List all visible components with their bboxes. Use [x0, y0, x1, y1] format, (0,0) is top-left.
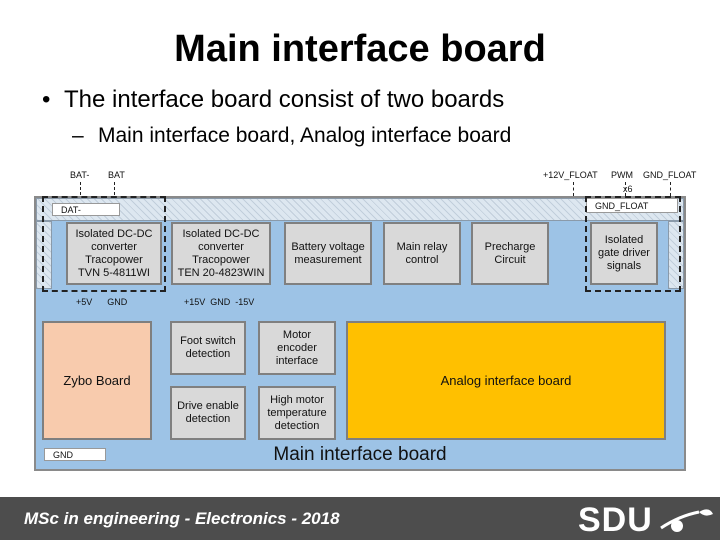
label-bat-plus: BAT	[108, 170, 125, 180]
label-12v-float: +12V_FLOAT	[543, 170, 598, 180]
analog-board-block: Analog interface board	[346, 321, 666, 440]
slide-title: Main interface board	[174, 28, 546, 70]
main-relay-block: Main relay control	[383, 222, 461, 285]
wire-gnd-float	[670, 182, 671, 196]
wire-bat-plus	[114, 182, 115, 200]
dcdc-converter-5v-block: Isolated DC-DC converter Tracopower TVN …	[66, 222, 162, 285]
dcdc-converter-15v-block: Isolated DC-DC converter Tracopower TEN …	[171, 222, 271, 285]
wire-pwm	[625, 182, 626, 196]
precharge-block: Precharge Circuit	[471, 222, 549, 285]
hatched-strip	[36, 198, 684, 221]
dat-minus-bar: DAT-	[52, 203, 120, 216]
bullet-dash: –	[72, 124, 84, 147]
label-bat-minus: BAT-	[70, 170, 90, 180]
sdu-logo-text: SDU	[578, 501, 653, 539]
bullet-item: • The interface board consist of two boar…	[42, 86, 504, 114]
wire-bat-minus	[80, 182, 81, 200]
dcdc2-output-labels: +15V GND -15V	[184, 297, 255, 307]
bullet-dot: •	[42, 86, 51, 113]
dcdc1-output-labels: +5V GND	[76, 297, 128, 307]
gnd-bar: GND	[44, 448, 106, 461]
isolation-frame-5v	[42, 196, 166, 292]
leaf-icon	[660, 509, 714, 533]
zybo-board-block: Zybo Board	[42, 321, 152, 440]
label-gnd-float-top: GND_FLOAT	[643, 170, 697, 180]
footer-bar: MSc in engineering - Electronics - 2018 …	[0, 497, 720, 540]
label-pwm-count: x6	[623, 184, 633, 194]
board-title: Main interface board	[273, 444, 447, 465]
bullet-text: The interface board consist of two board…	[64, 86, 505, 113]
footer-text: MSc in engineering - Electronics - 2018	[24, 509, 340, 528]
isolation-frame-gate	[585, 196, 681, 292]
wire-12v	[573, 182, 574, 196]
sub-bullet-text: Main interface board, Analog interface b…	[98, 124, 512, 147]
battery-voltage-block: Battery voltage measurement	[284, 222, 372, 285]
drive-enable-block: Drive enable detection	[170, 386, 246, 440]
motor-encoder-block: Motor encoder interface	[258, 321, 336, 375]
foot-switch-block: Foot switch detection	[170, 321, 246, 375]
sub-bullet-item: –Main interface board, Analog interface …	[72, 124, 511, 148]
gate-driver-block: Isolated gate driver signals	[590, 222, 658, 285]
hatched-left	[36, 221, 52, 289]
sdu-logo: SDU	[578, 501, 715, 540]
motor-temperature-block: High motor temperature detection	[258, 386, 336, 440]
label-pwm: PWM	[611, 170, 633, 180]
